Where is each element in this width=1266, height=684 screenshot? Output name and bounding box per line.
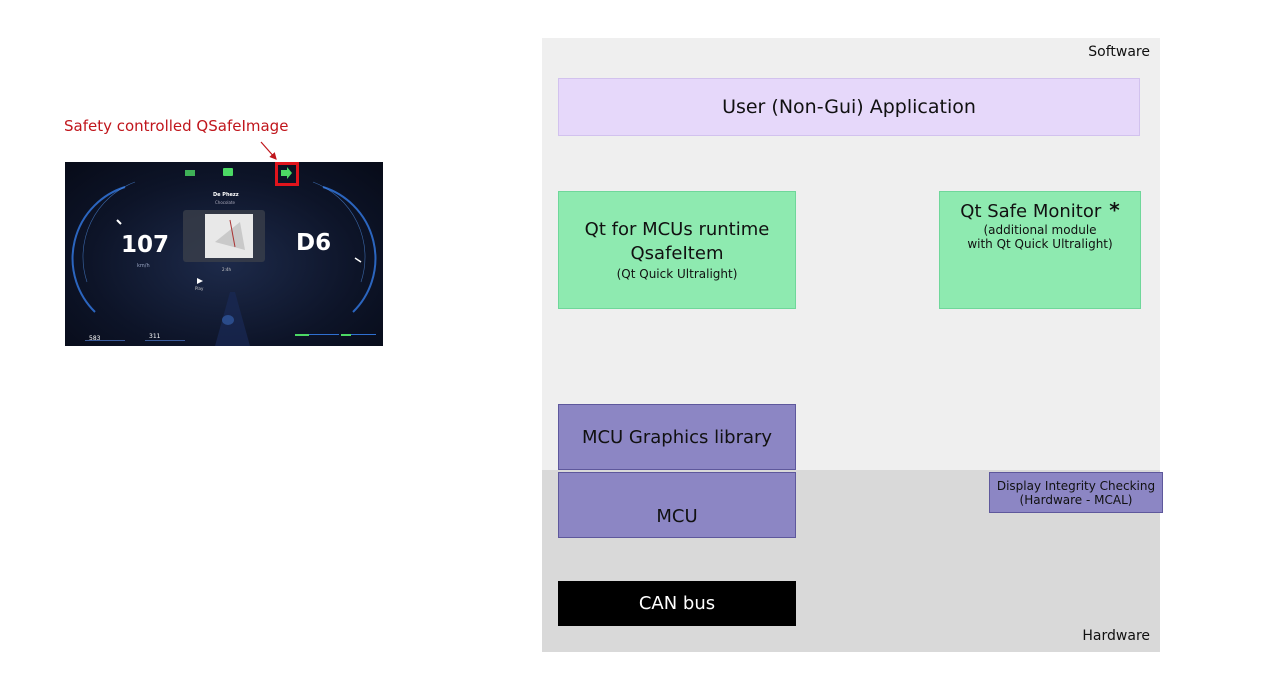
safe-monitor-title: Qt Safe Monitor: [960, 201, 1102, 222]
can-bus-label: CAN bus: [638, 593, 716, 614]
trip-readout: 311: [149, 333, 161, 340]
instrument-cluster-image: De Phezz Chocolate 107 km/h D6 2:4h Play…: [65, 162, 383, 346]
cluster-graphics: [71, 167, 377, 346]
mcu-box: MCU: [558, 472, 796, 538]
mcu-graphics-label: MCU Graphics library: [581, 426, 773, 448]
indicator-icon: [185, 170, 195, 176]
speed-readout: 107: [121, 232, 170, 258]
gear-readout: D6: [296, 230, 332, 256]
safe-monitor-line3: with Qt Quick Ultralight): [967, 237, 1113, 251]
qt-runtime-line3: (Qt Quick Ultralight): [616, 267, 738, 281]
hardware-label: Hardware: [1082, 628, 1150, 644]
mcu-graphics-library-box: MCU Graphics library: [558, 404, 796, 470]
speed-unit: km/h: [137, 263, 150, 269]
song-title: De Phezz: [213, 192, 239, 198]
qt-runtime-line1: Qt for MCUs runtime: [584, 219, 770, 240]
indicator-icon: [223, 168, 233, 176]
can-bus-box: CAN bus: [558, 581, 796, 626]
play-label: Play: [195, 286, 204, 291]
user-application-box: User (Non-Gui) Application: [558, 78, 1140, 136]
software-label: Software: [1088, 44, 1150, 60]
display-integrity-line1: Display Integrity Checking: [996, 478, 1156, 493]
display-integrity-box: Display Integrity Checking (Hardware - M…: [989, 472, 1163, 513]
callout-label: Safety controlled QSafeImage: [64, 117, 289, 135]
mcu-label: MCU: [656, 506, 698, 527]
qt-mcu-runtime-box: Qt for MCUs runtime QsafeItem (Qt Quick …: [558, 191, 796, 309]
safety-highlight-box: [275, 162, 299, 186]
qt-runtime-line2: QsafeItem: [630, 243, 724, 264]
display-integrity-line2: (Hardware - MCAL): [1019, 492, 1133, 507]
qt-safe-monitor-box: Qt Safe Monitor * (additional module with…: [939, 191, 1141, 309]
user-application-label: User (Non-Gui) Application: [722, 96, 976, 118]
odometer-readout: 583: [89, 335, 101, 342]
song-artist: Chocolate: [215, 200, 236, 205]
asterisk-icon: *: [1109, 198, 1120, 222]
safe-monitor-line2: (additional module: [983, 223, 1097, 237]
architecture-diagram: Software Hardware User (Non-Gui) Applica…: [542, 38, 1163, 652]
media-time: 2:4h: [222, 267, 231, 272]
turn-signal-icon: [281, 167, 292, 179]
